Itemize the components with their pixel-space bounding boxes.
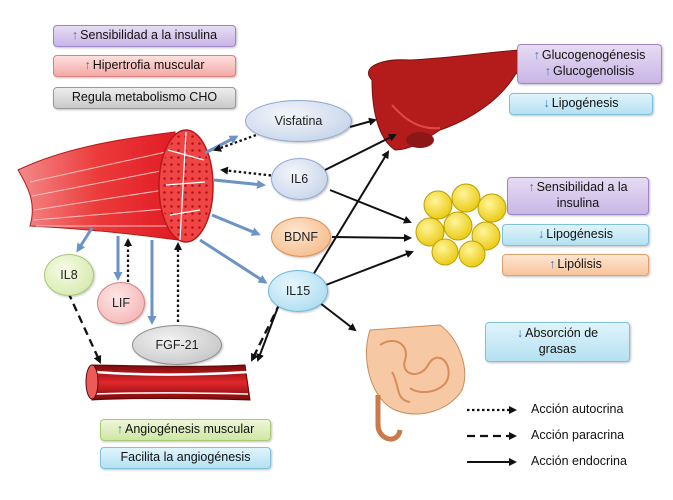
muscle-illustration <box>17 129 214 243</box>
node-fgf21: FGF-21 <box>132 325 222 365</box>
node-label: Visfatina <box>274 114 323 128</box>
legend-autocrina: Acción autocrina <box>531 402 624 416</box>
paracrine-arrows <box>66 291 282 364</box>
autocrine-arrows <box>124 128 277 322</box>
up-arrow-icon: ↑ <box>544 64 551 78</box>
box-lipogenesis-higado: ↓ Lipogénesis <box>509 93 653 115</box>
endocrine-arrows <box>256 117 414 362</box>
node-label: LIF <box>111 296 131 310</box>
box-label: Facilita la angiogénesis <box>120 450 251 465</box>
glucogenolisis-line: ↑Glucogenolisis <box>545 64 635 80</box>
box-glucogeno: ↑Glucogenogénesis ↑Glucogenolisis <box>517 44 662 84</box>
box-label: Lipogénesis <box>546 227 613 242</box>
box-hipertrofia-muscular: ↑ Hipertrofia muscular <box>53 55 236 77</box>
blood-vessel-illustration <box>85 364 251 401</box>
production-arrows <box>76 135 268 325</box>
box-lipolisis: ↑ Lipólisis <box>502 254 649 276</box>
node-label: IL8 <box>60 268 78 282</box>
box-label: Sensibilidad a la <box>536 180 628 195</box>
box-label: Hipertrofia muscular <box>92 58 205 73</box>
box-angiogenesis-muscular: ↑ Angiogénesis muscular <box>100 419 271 441</box>
node-il8: IL8 <box>44 254 94 296</box>
node-label: FGF-21 <box>155 338 199 352</box>
down-arrow-icon: ↓ <box>543 96 550 111</box>
down-arrow-icon: ↓ <box>516 326 524 341</box>
box-sensibilidad-adiposo: ↑Sensibilidad a la insulina <box>507 177 649 215</box>
box-label: Sensibilidad a la insulina <box>80 28 218 43</box>
up-arrow-icon: ↑ <box>71 28 79 43</box>
box-label: Lipogénesis <box>551 96 619 111</box>
box-label: Glucogenogénesis <box>541 48 646 63</box>
box-label: Lipólisis <box>557 257 602 272</box>
legend-paracrina: Acción paracrina <box>531 428 625 442</box>
sens-line-2: insulina <box>556 196 600 210</box>
sens-line-1: ↑Sensibilidad a la <box>528 180 627 196</box>
node-label: BDNF <box>283 230 319 244</box>
box-label: Regula metabolismo CHO <box>71 90 218 105</box>
box-facilita-angiogenesis: Facilita la angiogénesis <box>100 447 271 469</box>
legend-lines <box>467 406 517 466</box>
node-label: IL6 <box>290 172 309 186</box>
absorcion-line-2: grasas <box>538 342 577 356</box>
node-lif: LIF <box>97 282 145 324</box>
intestine-illustration <box>366 324 466 442</box>
down-arrow-icon: ↓ <box>538 227 545 242</box>
absorcion-line-1: ↓Absorción de <box>517 326 598 342</box>
node-bdnf: BDNF <box>271 217 331 257</box>
up-arrow-icon: ↑ <box>84 58 91 73</box>
up-arrow-icon: ↑ <box>533 48 540 63</box>
legend-endocrina: Acción endocrina <box>531 454 627 468</box>
box-label: Absorción de <box>525 326 599 341</box>
node-label: IL15 <box>285 284 311 298</box>
box-lipogenesis-adiposo: ↓ Lipogénesis <box>502 224 649 246</box>
fat-cells-illustration <box>415 183 507 268</box>
box-sensibilidad-insulina: ↑ Sensibilidad a la insulina <box>53 25 236 47</box>
glucogenogenesis-line: ↑Glucogenogénesis <box>534 48 646 64</box>
box-label: Glucogenolisis <box>552 64 635 78</box>
up-arrow-icon: ↑ <box>116 422 123 437</box>
node-visfatina: Visfatina <box>245 100 352 142</box>
node-il15: IL15 <box>268 270 328 312</box>
up-arrow-icon: ↑ <box>549 257 556 272</box>
box-absorcion-grasas: ↓Absorción de grasas <box>485 322 630 362</box>
up-arrow-icon: ↑ <box>528 180 535 195</box>
box-label: Angiogénesis muscular <box>125 422 255 437</box>
node-il6: IL6 <box>271 158 328 200</box>
liver-illustration <box>368 49 527 151</box>
box-regula-metabolismo: Regula metabolismo CHO <box>53 87 236 109</box>
